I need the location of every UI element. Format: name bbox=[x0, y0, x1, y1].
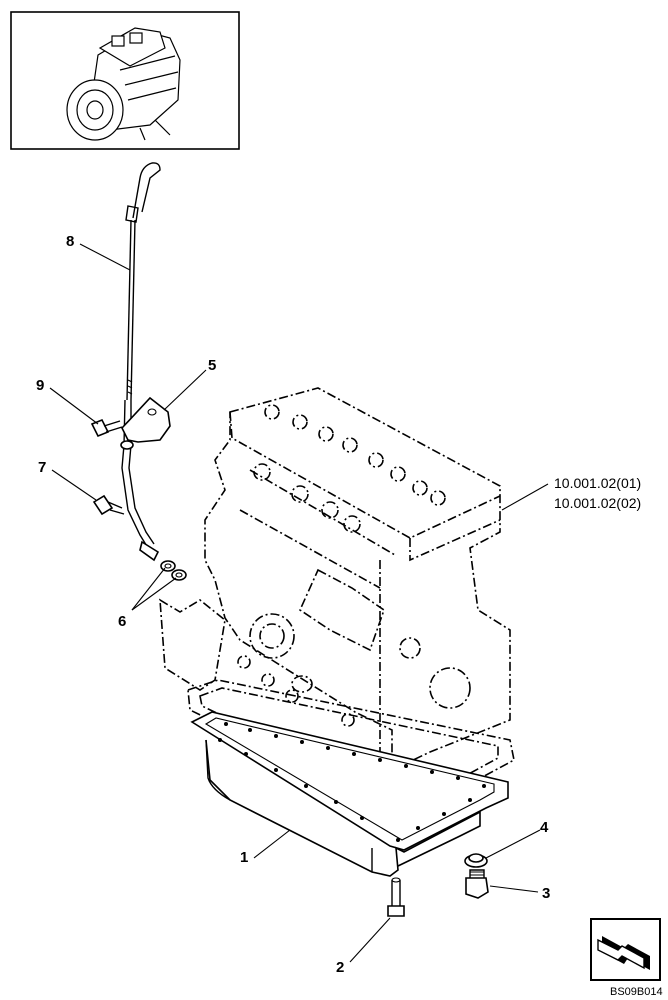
navigation-arrow-icon bbox=[590, 918, 661, 981]
callout-3: 3 bbox=[542, 885, 550, 902]
callout-2: 2 bbox=[336, 959, 344, 976]
callout-1: 1 bbox=[240, 849, 248, 866]
callout-4: 4 bbox=[540, 819, 549, 836]
leader-lines bbox=[49, 243, 549, 963]
pan-bolt bbox=[387, 877, 405, 917]
callout-8: 8 bbox=[66, 233, 74, 250]
engine-block-phantom bbox=[159, 387, 511, 772]
bracket-bolt bbox=[90, 418, 123, 438]
reference-label-2: 10.001.02(02) bbox=[554, 495, 641, 511]
tube-fitting bbox=[92, 494, 125, 516]
figure-code: BS09B014 bbox=[610, 986, 663, 998]
callout-9: 9 bbox=[36, 377, 44, 394]
callout-5: 5 bbox=[208, 357, 216, 374]
drain-plug bbox=[465, 869, 489, 899]
callout-6: 6 bbox=[118, 613, 126, 630]
callout-7: 7 bbox=[38, 459, 46, 476]
dipstick-tube-bracket bbox=[121, 396, 171, 443]
engine-thumbnail-inset bbox=[10, 11, 240, 150]
dipstick bbox=[125, 162, 161, 401]
oil-pan bbox=[190, 711, 509, 877]
drain-plug-washer bbox=[464, 853, 488, 868]
dipstick-tube bbox=[120, 399, 160, 562]
reference-label-1: 10.001.02(01) bbox=[554, 475, 641, 491]
o-rings bbox=[160, 560, 187, 581]
